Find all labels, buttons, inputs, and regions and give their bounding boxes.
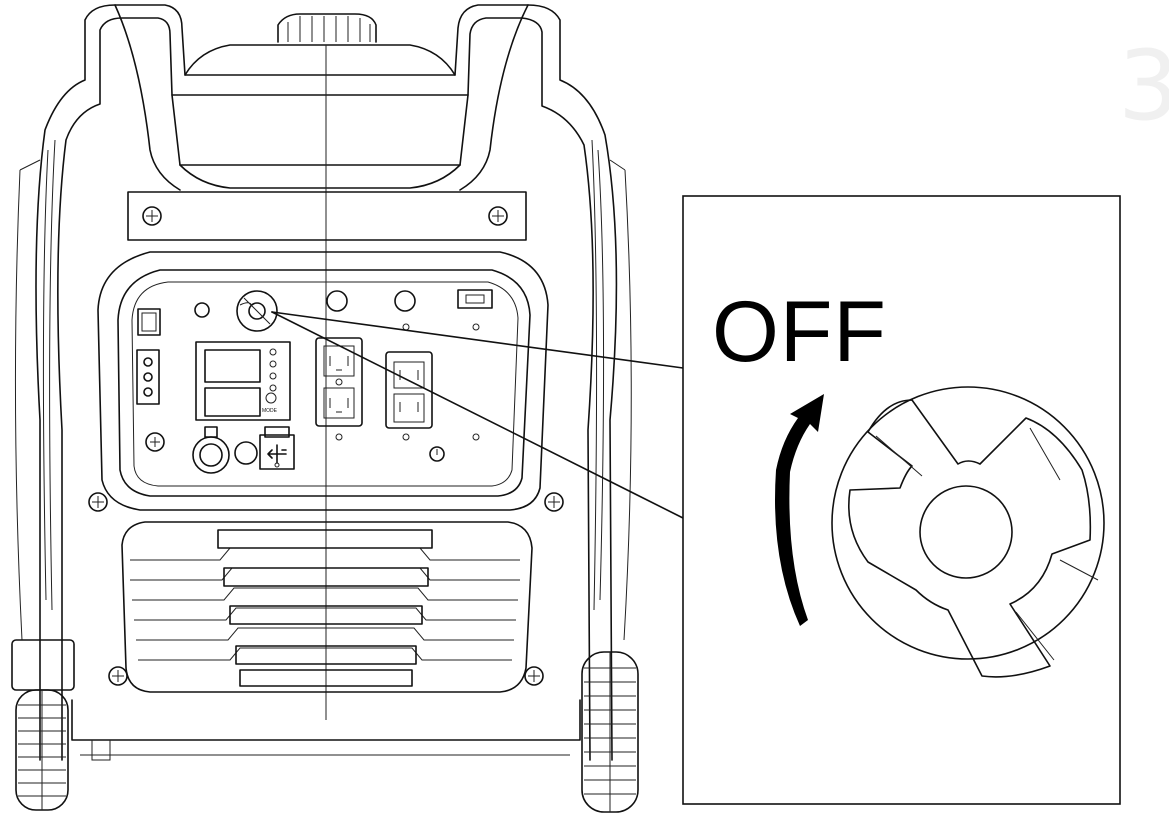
usb-icon: [259, 426, 295, 470]
indicator-column: [136, 349, 160, 405]
generator-body: [14, 4, 632, 761]
curved-arrow-up-icon: [775, 394, 824, 626]
screw: [488, 206, 508, 226]
engine-switch-knob: [236, 290, 278, 332]
screw: [142, 206, 162, 226]
ac-outlet-left: [315, 337, 363, 427]
power-icon: [429, 446, 445, 462]
screw: [544, 492, 564, 512]
dc-outlet: [457, 289, 493, 309]
screw-set: [88, 206, 564, 686]
eco-throttle-icon: [145, 432, 165, 452]
knob-zoom: [831, 386, 1105, 678]
control-panel: MODE: [97, 251, 549, 511]
panel-button: [234, 441, 258, 465]
callout-box: [682, 195, 1121, 805]
display-mode-label: MODE: [262, 408, 278, 414]
indicator-light: [194, 302, 210, 318]
ac-outlet-right: [385, 351, 433, 429]
digital-display: MODE: [195, 341, 291, 421]
right-wheel: [581, 651, 639, 813]
left-wheel: [11, 639, 75, 811]
twelve-volt-socket: [192, 426, 230, 474]
panel-port: [394, 290, 416, 312]
callout-leader: [271, 311, 684, 519]
switch-state-label: OFF: [712, 284, 887, 380]
screw: [108, 666, 128, 686]
panel-port: [326, 290, 348, 312]
screw: [524, 666, 544, 686]
rocker-switch: [137, 308, 161, 336]
screw: [88, 492, 108, 512]
vent-grille: [121, 521, 533, 693]
page-mark: 3: [1118, 30, 1169, 142]
